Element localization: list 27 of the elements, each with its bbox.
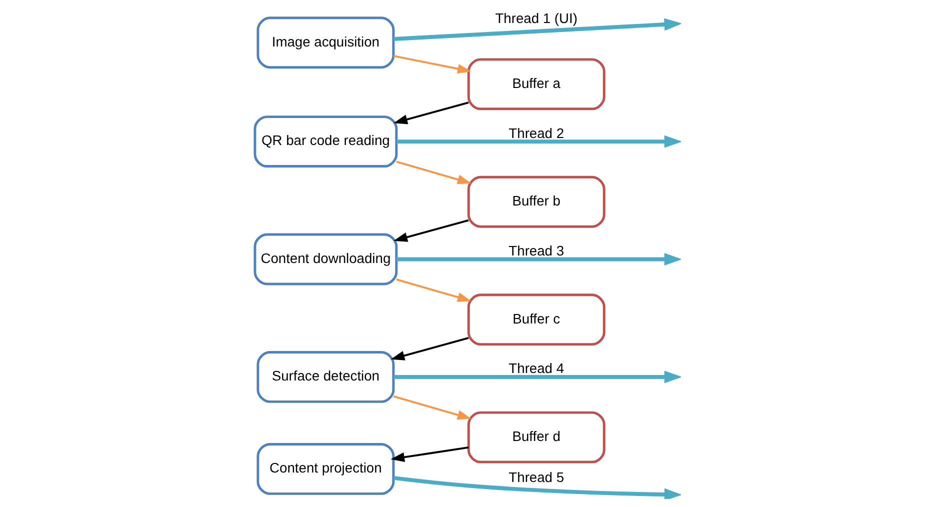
node-box: QR bar code reading xyxy=(253,116,398,168)
arrow xyxy=(390,337,468,360)
arrow xyxy=(393,102,468,124)
arrow xyxy=(393,219,468,242)
arrow xyxy=(392,54,471,74)
node-box: Buffer a xyxy=(466,58,605,110)
arrow xyxy=(390,446,468,462)
arrow xyxy=(392,395,471,420)
node-box: Buffer c xyxy=(466,294,605,346)
edge-label: Thread 1 (UI) xyxy=(494,10,577,26)
edge-label: Thread 2 xyxy=(508,124,564,141)
node-box: Image acquisition xyxy=(256,16,394,69)
node-box: Buffer d xyxy=(466,411,605,464)
edge-label: Thread 5 xyxy=(508,469,564,486)
node-box: Surface detection xyxy=(256,351,394,403)
edge-label: Thread 4 xyxy=(508,360,564,376)
arrow xyxy=(396,253,680,266)
node-box: Content projection xyxy=(256,442,394,495)
arrow xyxy=(396,278,471,302)
arrow xyxy=(393,370,680,384)
arrow xyxy=(396,135,680,148)
node-box: Buffer b xyxy=(466,176,605,228)
node-box: Content downloading xyxy=(253,233,398,286)
arrow xyxy=(392,476,680,499)
arrow xyxy=(393,18,680,41)
edge-label: Thread 3 xyxy=(508,242,564,258)
arrow xyxy=(396,160,471,184)
